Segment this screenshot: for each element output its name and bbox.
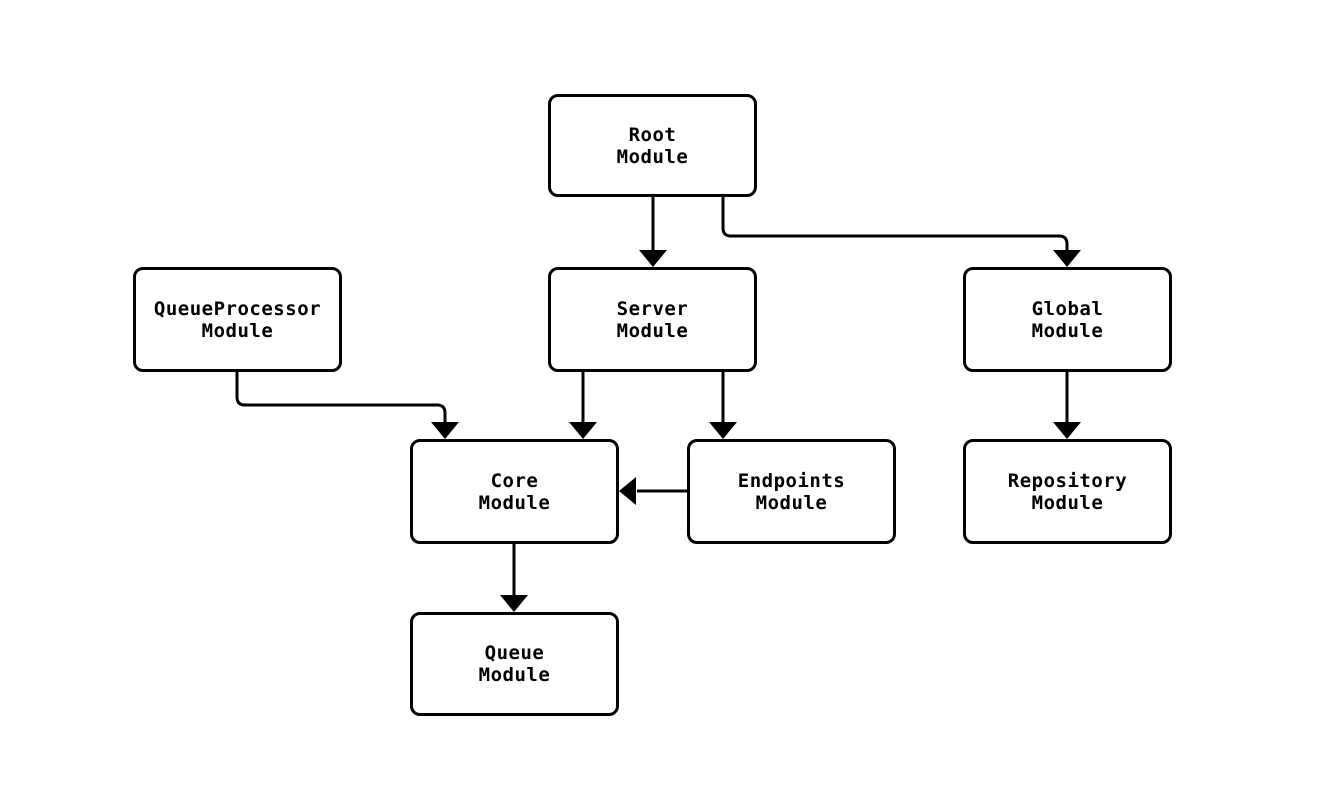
node-endpoints-module: Endpoints Module [687, 439, 896, 544]
node-label: Root Module [616, 123, 689, 168]
node-label: Repository Module [1007, 469, 1128, 514]
node-label: Queue Module [478, 642, 551, 686]
arrowhead-queueprocessor-core [431, 422, 459, 439]
node-label: QueueProcessor Module [153, 297, 322, 342]
edge-root-global [721, 197, 1069, 253]
node-queue-module: Queue Module [410, 612, 619, 716]
node-label: Endpoints Module [737, 469, 846, 514]
edge-queueprocessor-core [235, 372, 447, 425]
node-label: Core Module [478, 469, 551, 514]
node-server-module: Server Module [548, 267, 757, 372]
node-label: Global Module [1031, 297, 1104, 342]
arrowhead-endpoints-core [619, 477, 636, 505]
arrowhead-server-endpoints [709, 422, 737, 439]
arrowhead-core-queue [500, 595, 528, 612]
node-root-module: Root Module [548, 94, 757, 197]
arrowhead-root-server [639, 250, 667, 267]
node-repository-module: Repository Module [963, 439, 1172, 544]
node-label: Server Module [616, 297, 689, 342]
node-queueprocessor-module: QueueProcessor Module [133, 267, 342, 372]
arrowhead-root-global [1053, 250, 1081, 267]
arrowhead-server-core [569, 422, 597, 439]
arrowhead-global-repository [1053, 422, 1081, 439]
node-global-module: Global Module [963, 267, 1172, 372]
node-core-module: Core Module [410, 439, 619, 544]
